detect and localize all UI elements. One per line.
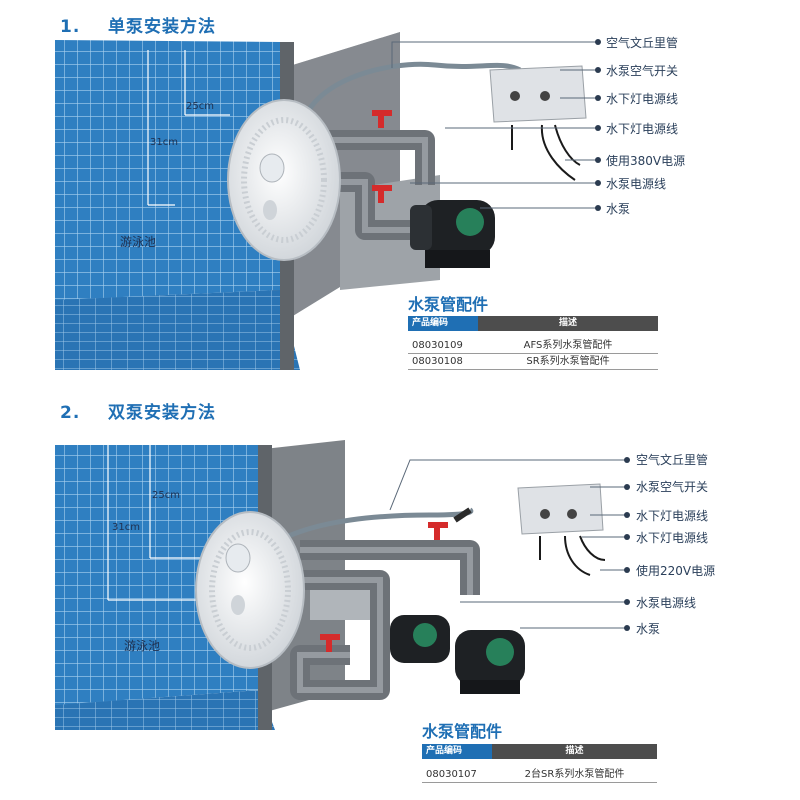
s1-callout-light-cable-2: 水下灯电源线	[606, 122, 679, 136]
s1-callout-light-cable-1: 水下灯电源线	[606, 92, 679, 106]
s2-callout-light-cable-1: 水下灯电源线	[636, 509, 709, 523]
s1-callout-pump-cable: 水泵电源线	[606, 177, 667, 191]
table-row: 08030107 2台SR系列水泵管配件	[422, 767, 657, 783]
section2-title: 双泵安装方法	[108, 403, 216, 423]
section2-dim-top: 25cm	[152, 490, 180, 501]
s2-callout-pump: 水泵	[636, 622, 661, 636]
section2-parts-title: 水泵管配件	[422, 722, 503, 741]
table-row: 08030108 SR系列水泵管配件	[408, 354, 658, 370]
section1-dim-side: 31cm	[150, 137, 178, 148]
s1-callout-pump: 水泵	[606, 202, 631, 216]
single-pump-illustration	[55, 32, 601, 370]
section1-pool-label: 游泳池	[120, 235, 157, 249]
callout-leaders	[389, 459, 625, 629]
control-box	[517, 483, 604, 535]
s2-col-code: 产品编码	[422, 744, 492, 759]
pool-floor	[55, 690, 275, 730]
s1-callout-venturi: 空气文丘里管	[606, 36, 679, 50]
s2-callout-venturi: 空气文丘里管	[636, 453, 709, 467]
valve-upper	[372, 110, 392, 116]
callout-leaders	[391, 41, 596, 209]
section1-heading: 1. 单泵安装方法	[60, 12, 216, 37]
section2-pool-label: 游泳池	[124, 639, 161, 653]
section1-parts-title: 水泵管配件	[408, 295, 489, 314]
control-box	[489, 65, 587, 123]
s1-col-code: 产品编码	[408, 316, 478, 331]
s1-col-desc: 描述	[478, 316, 658, 331]
valve-upper	[428, 522, 448, 528]
section1-parts-table: 产品编码 描述 08030109 AFS系列水泵管配件 08030108 SR系…	[408, 316, 658, 370]
pool-floor	[55, 290, 300, 370]
valve-lower	[372, 185, 392, 191]
s2-callout-light-cable-2: 水下灯电源线	[636, 531, 709, 545]
air-venturi-tube	[297, 61, 522, 141]
s1-callout-power: 使用380V电源	[606, 154, 686, 168]
table-row: 08030109 AFS系列水泵管配件	[408, 338, 658, 354]
valve-lower	[320, 634, 340, 640]
s2-callout-pump-switch: 水泵空气开关	[636, 480, 709, 494]
section1-title: 单泵安装方法	[108, 17, 216, 37]
s2-col-desc: 描述	[492, 744, 657, 759]
section2-heading: 2. 双泵安装方法	[60, 398, 216, 423]
section1-number: 1.	[60, 17, 81, 37]
section2-number: 2.	[60, 403, 81, 423]
s2-callout-pump-cable: 水泵电源线	[636, 596, 697, 610]
dual-pump-illustration	[55, 440, 630, 730]
section1-dim-top: 25cm	[186, 101, 214, 112]
section2-parts-table: 产品编码 描述 08030107 2台SR系列水泵管配件	[422, 744, 657, 783]
section2-dim-side: 31cm	[112, 522, 140, 533]
s1-callout-pump-switch: 水泵空气开关	[606, 64, 679, 78]
s2-callout-power: 使用220V电源	[636, 564, 716, 578]
